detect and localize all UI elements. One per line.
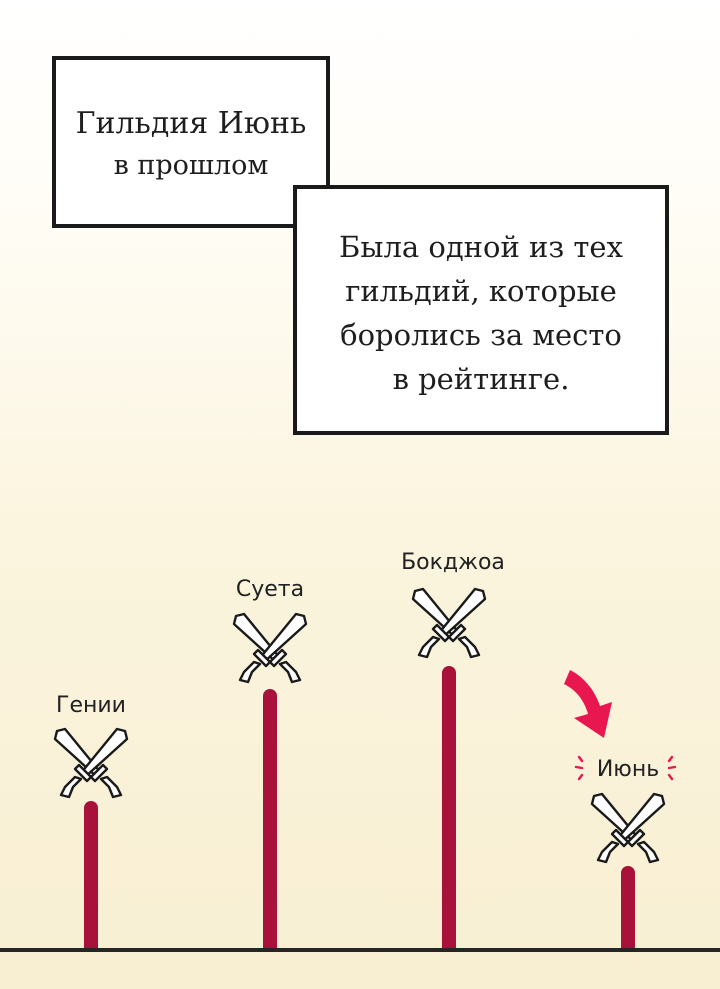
caption-line: в прошлом [113,150,269,181]
caption-line: Была одной из тех [339,230,623,264]
guild-label-iyun: Июнь [596,757,660,782]
crossed-swords-icon [590,792,666,864]
ranking-bar-sueta [263,689,277,949]
guild-label-bokdzhoa: Бокджоа [401,550,505,575]
emphasis-marks-icon [574,755,584,781]
caption-line: гильдий, которые [345,274,617,308]
guild-label-genii: Гении [56,693,126,718]
caption-box-past: Гильдия Июнь в прошлом [52,56,330,228]
ranking-baseline [0,948,720,952]
emphasis-marks-icon [667,755,677,781]
panel-join [297,189,326,224]
curved-arrow-down-icon [564,670,612,738]
ranking-bar-bokdzhoa [442,666,456,949]
guild-label-sueta: Суета [235,577,305,602]
crossed-swords-icon [53,727,129,799]
ranking-bar-iyun [621,866,635,949]
crossed-swords-icon [411,587,487,659]
caption-line: боролись за место [340,318,622,352]
caption-box-ranking: Была одной из тех гильдий, которые борол… [293,185,669,435]
caption-line: в рейтинге. [392,362,570,396]
ranking-bar-genii [84,801,98,949]
crossed-swords-icon [232,612,308,684]
caption-line: Гильдия Июнь [75,106,307,141]
